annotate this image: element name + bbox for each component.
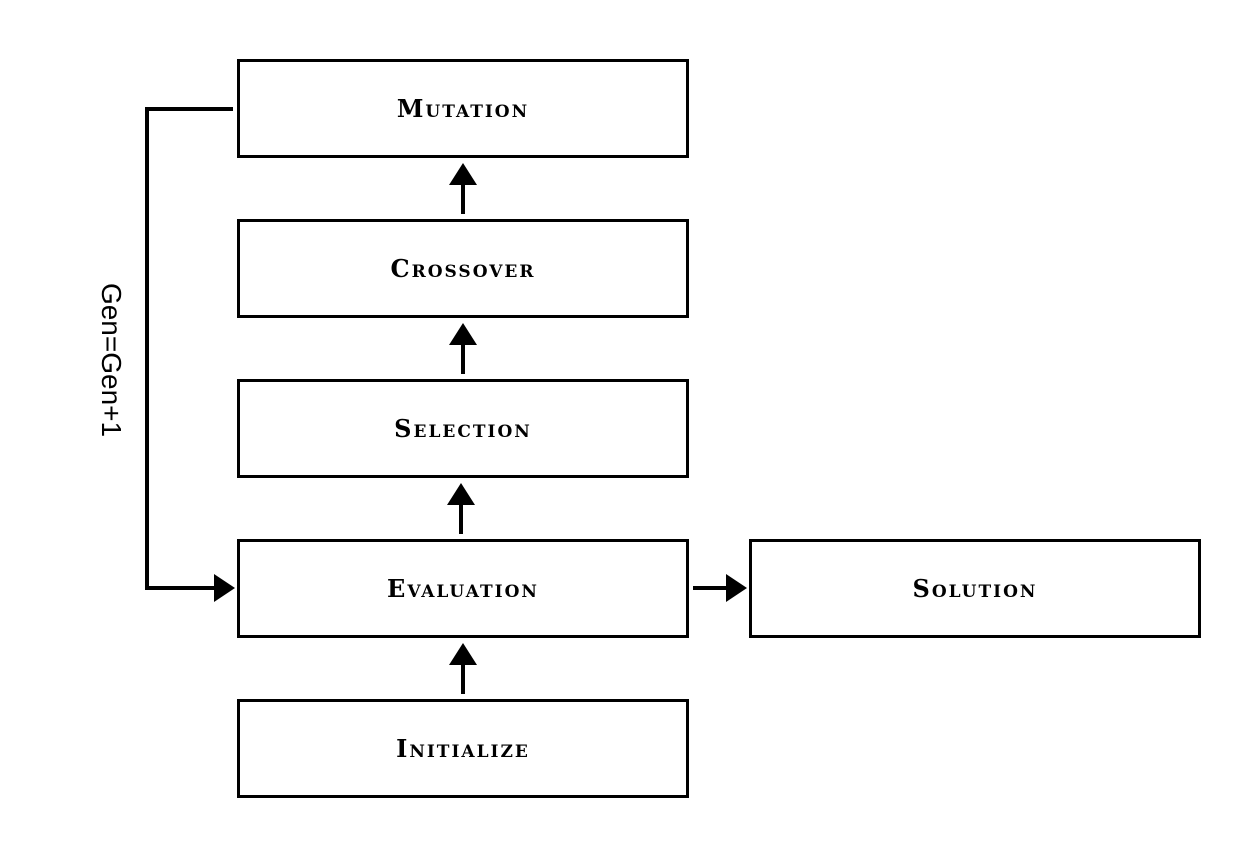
node-selection-label: Selection [394,414,532,443]
node-crossover-label: Crossover [390,254,536,283]
node-initialize: Initialize [237,699,689,798]
node-initialize-label: Initialize [396,734,530,763]
arrowhead-solution-from-evaluation [726,574,747,602]
node-solution: Solution [749,539,1201,638]
node-crossover: Crossover [237,219,689,318]
node-mutation: Mutation [237,59,689,158]
node-solution-label: Solution [912,574,1038,603]
node-evaluation-label: Evaluation [387,574,539,603]
arrowhead-evaluation-from-loop [214,574,235,602]
arrowhead-evaluation-from-initialize [449,643,477,665]
loop-label: Gen=Gen+1 [96,282,127,438]
node-selection: Selection [237,379,689,478]
node-mutation-label: Mutation [396,94,530,123]
node-evaluation: Evaluation [237,539,689,638]
arrowhead-mutation-from-crossover [449,163,477,185]
loop-connector [145,107,233,590]
arrowhead-selection-from-evaluation [447,483,475,505]
arrowhead-crossover-from-selection [449,323,477,345]
